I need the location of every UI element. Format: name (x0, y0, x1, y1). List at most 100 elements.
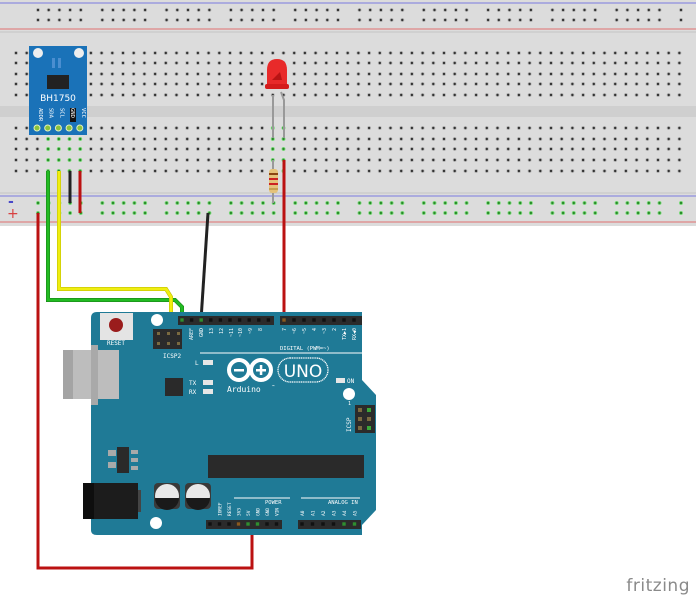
breadboard-hole[interactable] (207, 200, 212, 205)
breadboard-hole[interactable] (623, 136, 628, 141)
breadboard-hole[interactable] (625, 7, 630, 12)
breadboard-hole[interactable] (217, 157, 222, 162)
breadboard-hole[interactable] (559, 72, 564, 77)
breadboard-hole[interactable] (645, 157, 650, 162)
breadboard-hole[interactable] (431, 157, 436, 162)
breadboard-hole[interactable] (625, 200, 630, 205)
breadboard-hole[interactable] (527, 51, 532, 56)
breadboard-hole[interactable] (634, 61, 639, 66)
breadboard-hole[interactable] (484, 126, 489, 131)
breadboard-hole[interactable] (111, 210, 116, 215)
breadboard-hole[interactable] (111, 200, 116, 205)
breadboard-hole[interactable] (634, 93, 639, 98)
breadboard-hole[interactable] (570, 72, 575, 77)
breadboard-hole[interactable] (399, 157, 404, 162)
breadboard-hole[interactable] (571, 17, 576, 22)
icsp2-pin[interactable] (177, 332, 180, 335)
breadboard-hole[interactable] (153, 136, 158, 141)
icsp-pin[interactable] (358, 408, 362, 412)
breadboard-hole[interactable] (121, 82, 126, 87)
breadboard-hole[interactable] (623, 61, 628, 66)
breadboard-hole[interactable] (527, 168, 532, 173)
breadboard-hole[interactable] (302, 93, 307, 98)
breadboard-hole[interactable] (474, 126, 479, 131)
breadboard-hole[interactable] (185, 82, 190, 87)
breadboard-hole[interactable] (345, 157, 350, 162)
breadboard-hole[interactable] (36, 7, 41, 12)
breadboard-hole[interactable] (174, 146, 179, 151)
breadboard-hole[interactable] (561, 210, 566, 215)
breadboard-hole[interactable] (88, 146, 93, 151)
breadboard-hole[interactable] (313, 93, 318, 98)
breadboard-hole[interactable] (228, 17, 233, 22)
breadboard-hole[interactable] (656, 168, 661, 173)
breadboard-hole[interactable] (367, 168, 372, 173)
header-pin[interactable] (228, 318, 232, 322)
breadboard-hole[interactable] (110, 82, 115, 87)
breadboard-hole[interactable] (100, 200, 105, 205)
breadboard-hole[interactable] (142, 61, 147, 66)
breadboard-hole[interactable] (484, 146, 489, 151)
breadboard-hole[interactable] (570, 146, 575, 151)
breadboard-hole[interactable] (227, 82, 232, 87)
breadboard-hole[interactable] (143, 210, 148, 215)
breadboard-hole[interactable] (518, 7, 523, 12)
breadboard-hole[interactable] (388, 146, 393, 151)
breadboard-hole[interactable] (623, 146, 628, 151)
breadboard-hole[interactable] (388, 157, 393, 162)
breadboard-hole[interactable] (153, 157, 158, 162)
breadboard-hole[interactable] (634, 126, 639, 131)
breadboard-hole[interactable] (495, 82, 500, 87)
breadboard-hole[interactable] (302, 146, 307, 151)
breadboard-hole[interactable] (452, 51, 457, 56)
header-pin[interactable] (300, 522, 304, 526)
breadboard-hole[interactable] (602, 82, 607, 87)
header-pin[interactable] (302, 318, 306, 322)
breadboard-hole[interactable] (13, 136, 18, 141)
breadboard-hole[interactable] (324, 146, 329, 151)
breadboard-hole[interactable] (99, 61, 104, 66)
breadboard-hole[interactable] (646, 17, 651, 22)
breadboard-hole[interactable] (666, 82, 671, 87)
breadboard-hole[interactable] (431, 72, 436, 77)
breadboard-hole[interactable] (666, 168, 671, 173)
breadboard-hole[interactable] (581, 82, 586, 87)
breadboard-hole[interactable] (153, 168, 158, 173)
breadboard-hole[interactable] (400, 200, 405, 205)
breadboard-hole[interactable] (452, 157, 457, 162)
breadboard-hole[interactable] (571, 7, 576, 12)
breadboard-hole[interactable] (656, 126, 661, 131)
breadboard-hole[interactable] (13, 93, 18, 98)
breadboard-hole[interactable] (207, 7, 212, 12)
breadboard-hole[interactable] (474, 82, 479, 87)
breadboard-hole[interactable] (195, 51, 200, 56)
sensor-pin-pad[interactable] (54, 124, 62, 132)
breadboard-hole[interactable] (13, 72, 18, 77)
breadboard-hole[interactable] (249, 72, 254, 77)
breadboard-hole[interactable] (227, 157, 232, 162)
breadboard-hole[interactable] (345, 146, 350, 151)
breadboard-hole[interactable] (99, 136, 104, 141)
breadboard-hole[interactable] (463, 61, 468, 66)
icsp2-pin[interactable] (167, 332, 170, 335)
breadboard-hole[interactable] (486, 200, 491, 205)
breadboard-hole[interactable] (484, 51, 489, 56)
breadboard-hole[interactable] (581, 168, 586, 173)
breadboard-hole[interactable] (399, 126, 404, 131)
breadboard-hole[interactable] (206, 126, 211, 131)
breadboard-hole[interactable] (570, 157, 575, 162)
breadboard-hole[interactable] (195, 168, 200, 173)
breadboard-hole[interactable] (528, 210, 533, 215)
breadboard-hole[interactable] (185, 210, 190, 215)
header-pin-5v[interactable] (236, 522, 241, 526)
breadboard-hole[interactable] (163, 61, 168, 66)
breadboard-hole[interactable] (538, 157, 543, 162)
breadboard-hole[interactable] (388, 136, 393, 141)
breadboard-hole[interactable] (121, 51, 126, 56)
breadboard-hole[interactable] (302, 51, 307, 56)
breadboard-hole[interactable] (666, 136, 671, 141)
icsp-pin[interactable] (358, 426, 362, 430)
breadboard-hole[interactable] (206, 61, 211, 66)
breadboard-hole[interactable] (463, 146, 468, 151)
breadboard-hole[interactable] (175, 210, 180, 215)
